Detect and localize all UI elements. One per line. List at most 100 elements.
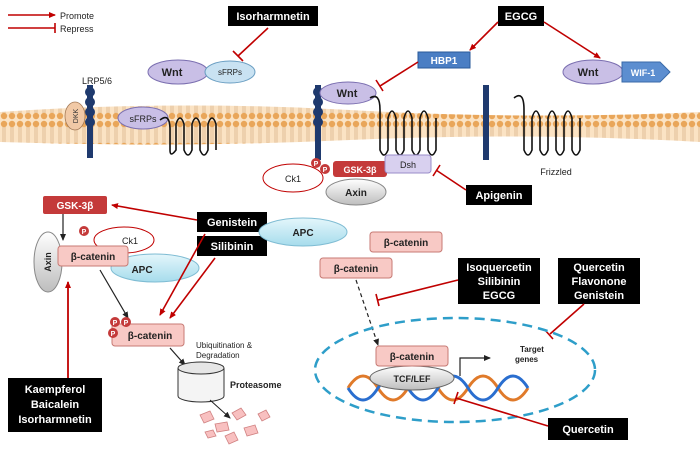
degradation-label: Degradation bbox=[196, 351, 240, 360]
catenin-flow-arrow bbox=[99, 269, 129, 319]
ck1-center bbox=[262, 163, 324, 193]
ubiquitination-label: Ubiquitination & bbox=[196, 341, 253, 350]
egcg-top-box bbox=[498, 6, 544, 26]
wnt-top-left-label: Wnt bbox=[162, 67, 183, 79]
dsh-box bbox=[384, 154, 432, 174]
apigenin-label: Apigenin bbox=[475, 190, 522, 202]
sfrps-membrane-label: sFRPs bbox=[130, 114, 158, 124]
egcg-to-wif1-arrow bbox=[543, 21, 601, 59]
phospho-icon bbox=[79, 226, 89, 236]
egcg-top-label: EGCG bbox=[505, 11, 537, 23]
legend: Promote Repress bbox=[8, 11, 94, 34]
peptide-fragments bbox=[199, 407, 271, 445]
gsk-center-box bbox=[333, 161, 387, 177]
flavonone-label: Flavonone bbox=[571, 276, 626, 288]
center-lrp-receptor bbox=[313, 85, 323, 160]
genistein-to-gsk-arrow bbox=[111, 203, 198, 221]
legend-promote: Promote bbox=[60, 11, 94, 21]
egcg-group-label: EGCG bbox=[483, 290, 515, 302]
isoquercetin-group-box bbox=[458, 258, 540, 304]
catenin-phospho-label: β-catenin bbox=[128, 331, 172, 342]
svg-text:P: P bbox=[323, 167, 328, 174]
egcg-to-hbp1-arrow bbox=[469, 21, 499, 51]
ck1-center-label: Ck1 bbox=[285, 174, 301, 184]
hbp1-label: HBP1 bbox=[431, 56, 458, 67]
proteasome-label: Proteasome bbox=[230, 380, 282, 390]
axin-center bbox=[325, 178, 387, 206]
kaempferol-label: Kaempferol bbox=[25, 384, 86, 396]
hbp1-box bbox=[417, 51, 471, 69]
genistein-label: Genistein bbox=[207, 217, 257, 229]
wif1-shape bbox=[621, 61, 671, 83]
gsk-center-label: GSK-3β bbox=[344, 165, 378, 175]
to-proteasome-arrow bbox=[169, 347, 186, 366]
frizzled-coil-left bbox=[159, 116, 217, 156]
quercetin-group-label: Quercetin bbox=[573, 262, 625, 274]
apc-left bbox=[110, 253, 200, 283]
catenin-nuclear-arrow bbox=[355, 279, 379, 346]
phospho-icon bbox=[311, 158, 321, 168]
catenin-nucleus-label: β-catenin bbox=[390, 352, 434, 363]
apigenin-box bbox=[466, 185, 532, 205]
ck1-left-label: Ck1 bbox=[122, 236, 138, 246]
legend-repress: Repress bbox=[60, 24, 94, 34]
quercetin-group-box bbox=[558, 258, 640, 304]
quercetin-bottom-label: Quercetin bbox=[562, 424, 614, 436]
apc-left-label: APC bbox=[131, 265, 152, 276]
catenin-cyto-label: β-catenin bbox=[334, 264, 378, 275]
sfrps-top bbox=[204, 60, 256, 84]
lrp-receptor: LRP5/6 bbox=[82, 76, 112, 158]
silibinin-label: Silibinin bbox=[211, 241, 254, 253]
svg-text:P: P bbox=[314, 161, 319, 168]
sfrps-top-label: sFRPs bbox=[218, 68, 242, 77]
wif1-label: WIF-1 bbox=[631, 68, 656, 78]
phospho-icon bbox=[110, 317, 120, 327]
dkk-label: DKK bbox=[73, 108, 80, 123]
degradation-arrow bbox=[209, 399, 231, 419]
axin-left-label: Axin bbox=[43, 252, 53, 272]
phospho-icon bbox=[121, 317, 131, 327]
frizzled-coil-right bbox=[513, 94, 581, 156]
isorharmnetin-top-label: Isorharmnetin bbox=[236, 11, 310, 23]
svg-text:P: P bbox=[82, 229, 87, 236]
catenin-left-label: β-catenin bbox=[71, 252, 115, 263]
tcf-lef-label: TCF/LEF bbox=[394, 374, 431, 384]
isorharmnetin-bottom-label: Isorharmnetin bbox=[18, 414, 92, 426]
svg-text:P: P bbox=[113, 320, 118, 327]
transcription-arrow bbox=[459, 355, 491, 376]
genistein-group-label: Genistein bbox=[574, 290, 624, 302]
quercetin-bottom-box bbox=[548, 418, 628, 440]
svg-text:P: P bbox=[124, 320, 129, 327]
lrp-label: LRP5/6 bbox=[82, 76, 112, 86]
frizzled-coil-center bbox=[369, 95, 437, 156]
baicalein-label: Baicalein bbox=[31, 399, 80, 411]
apc-center-label: APC bbox=[292, 228, 313, 239]
wnt-right-label: Wnt bbox=[578, 67, 599, 79]
nucleus-envelope bbox=[313, 316, 597, 424]
svg-text:P: P bbox=[111, 331, 116, 338]
wnt-center bbox=[319, 81, 377, 105]
quercetin-group-repress-line bbox=[549, 303, 585, 335]
frizzled-label: Frizzled bbox=[540, 167, 572, 177]
kaempferol-group-box bbox=[8, 378, 102, 432]
catenin-nucleus-box bbox=[375, 345, 449, 367]
quercetin-repress-line bbox=[455, 397, 549, 427]
genes-label: genes bbox=[515, 355, 539, 364]
dna-helix bbox=[346, 374, 530, 402]
phospho-icon bbox=[320, 164, 330, 174]
isoquercetin-repress-line bbox=[377, 279, 459, 301]
isoquercetin-label: Isoquercetin bbox=[466, 262, 532, 274]
gsk-left-box bbox=[43, 196, 107, 214]
silibinin-to-catenin-arrow bbox=[169, 257, 216, 319]
isorharmnetin-top-box bbox=[228, 6, 318, 26]
isorharmnetin-repress-line bbox=[237, 27, 269, 57]
proteasome-icon bbox=[177, 361, 225, 403]
silibinin-group-label: Silibinin bbox=[478, 276, 521, 288]
catenin-cyto-box bbox=[319, 257, 393, 279]
apc-center bbox=[258, 217, 348, 247]
wnt-center-label: Wnt bbox=[337, 88, 358, 100]
catenin-free-box bbox=[369, 231, 443, 253]
phospho-icon bbox=[108, 328, 118, 338]
